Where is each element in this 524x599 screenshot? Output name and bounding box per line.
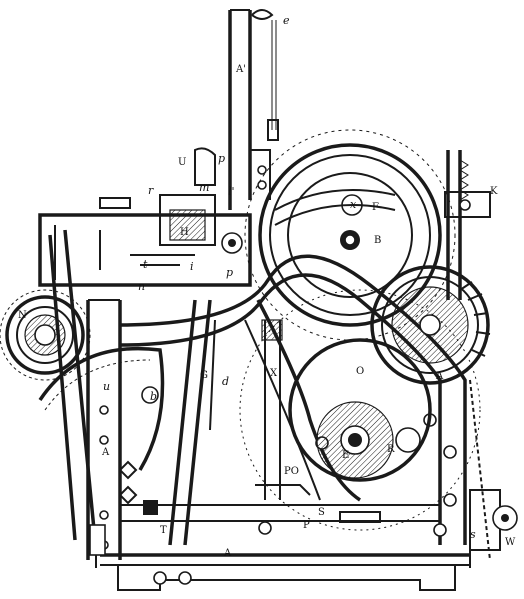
base-frame: [95, 545, 471, 591]
label-po: PO: [284, 466, 299, 477]
label-w: W: [505, 537, 516, 548]
top-right-rack: [444, 150, 491, 300]
label-e: e: [283, 14, 290, 27]
label-p-upper: p: [218, 152, 225, 165]
letter-labels: e A' U p m r l' H x F B K t i p N n u b …: [18, 14, 516, 559]
label-t-lower: t: [143, 258, 148, 271]
label-n-lower: n: [138, 280, 145, 293]
label-f: F: [372, 202, 379, 213]
label-l-prime: l': [228, 185, 235, 198]
rear-drum: [239, 289, 481, 531]
label-r-upper: R: [387, 444, 395, 455]
label-u-upper: U: [178, 157, 186, 168]
label-a-prime: A': [235, 64, 246, 75]
bottom-slide: [119, 484, 441, 585]
label-d: d: [222, 375, 229, 388]
lower-left-gear: [38, 346, 165, 471]
left-pinion: [0, 289, 91, 381]
label-p-lower: p: [226, 266, 233, 279]
label-a-left: A: [101, 447, 110, 458]
label-s-lower: s: [470, 528, 476, 541]
label-t-upper: T: [160, 525, 167, 536]
right-end-roller: [469, 489, 518, 551]
flywheel: [244, 129, 456, 341]
label-b-upper: B: [374, 235, 381, 246]
upright-post: [228, 9, 279, 210]
label-p-bottom: P: [303, 520, 310, 531]
label-k-upper: K: [490, 186, 498, 197]
label-s-upper: S: [318, 507, 325, 518]
label-i: i: [190, 260, 194, 273]
label-x-upper: X: [270, 368, 278, 379]
right-gear: [370, 265, 491, 561]
label-o: O: [356, 366, 364, 377]
label-n-upper: N: [18, 310, 27, 321]
label-u-lower: u: [103, 380, 110, 393]
label-x-lower: x: [350, 198, 357, 211]
label-e-upper: E: [342, 450, 349, 461]
label-r: r: [148, 184, 154, 197]
label-m: m: [199, 181, 209, 194]
top-casing: [38, 147, 252, 287]
label-b-lower: b: [150, 390, 157, 403]
label-a-right: A: [435, 371, 444, 382]
label-g: G: [200, 370, 208, 381]
levers: [48, 229, 283, 556]
label-h: H: [180, 227, 189, 238]
label-a-bottom: A: [223, 548, 232, 559]
